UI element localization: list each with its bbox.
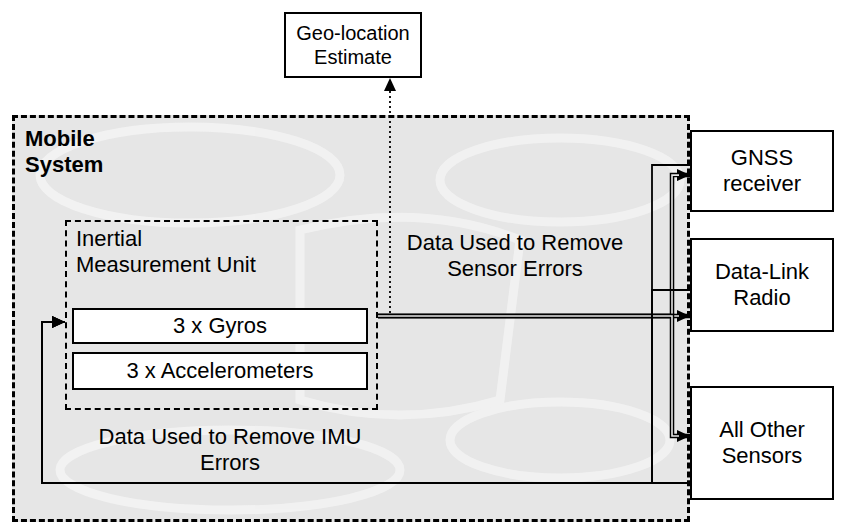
connector-line	[378, 78, 390, 316]
connector-single	[42, 290, 690, 483]
receiver-box: GNSS receiver	[690, 130, 834, 212]
box-text: 3 x Accelerometers	[126, 358, 313, 384]
connector-double	[378, 316, 690, 436]
box-text: GNSS receiver	[696, 145, 828, 197]
group-heading: Inertial Measurement Unit	[76, 226, 266, 278]
radio-box: Data-Link Radio	[690, 238, 834, 332]
connector-single	[42, 322, 690, 483]
system-ground	[12, 115, 690, 522]
system-boundary: Mobile SystemInertial Measurement Unit 3 …	[12, 115, 690, 522]
connector-gap	[378, 316, 679, 436]
box-text: 3 x Gyros	[173, 313, 267, 339]
connector-line	[378, 316, 690, 436]
edge-label: Data Used to Remove IMU Errors	[80, 424, 380, 476]
connector-line	[42, 290, 690, 483]
drone-illustration	[40, 127, 680, 510]
group-heading: Mobile System	[25, 126, 125, 178]
sensor-box: 3 x Accelerometers	[72, 352, 368, 390]
connector-dotted	[378, 78, 390, 316]
connector-double	[378, 175, 690, 316]
box-text: Geo-location Estimate	[290, 21, 416, 69]
box-text: Data-Link Radio	[696, 259, 828, 311]
connector-single	[42, 165, 690, 483]
connector-line	[42, 165, 690, 483]
connector-line	[42, 322, 690, 483]
output-box: Geo-location Estimate	[284, 12, 422, 78]
edge-label: Data Used to Remove Sensor Errors	[395, 230, 635, 282]
connector-line	[378, 175, 690, 316]
sensor-box: All Other Sensors	[690, 386, 834, 500]
box-text: All Other Sensors	[696, 417, 828, 469]
imu-group: Inertial Measurement Unit 3 x Gyros 3 x Ac…	[65, 220, 378, 410]
connector-gap	[378, 175, 679, 316]
sensor-box: 3 x Gyros	[72, 308, 368, 344]
